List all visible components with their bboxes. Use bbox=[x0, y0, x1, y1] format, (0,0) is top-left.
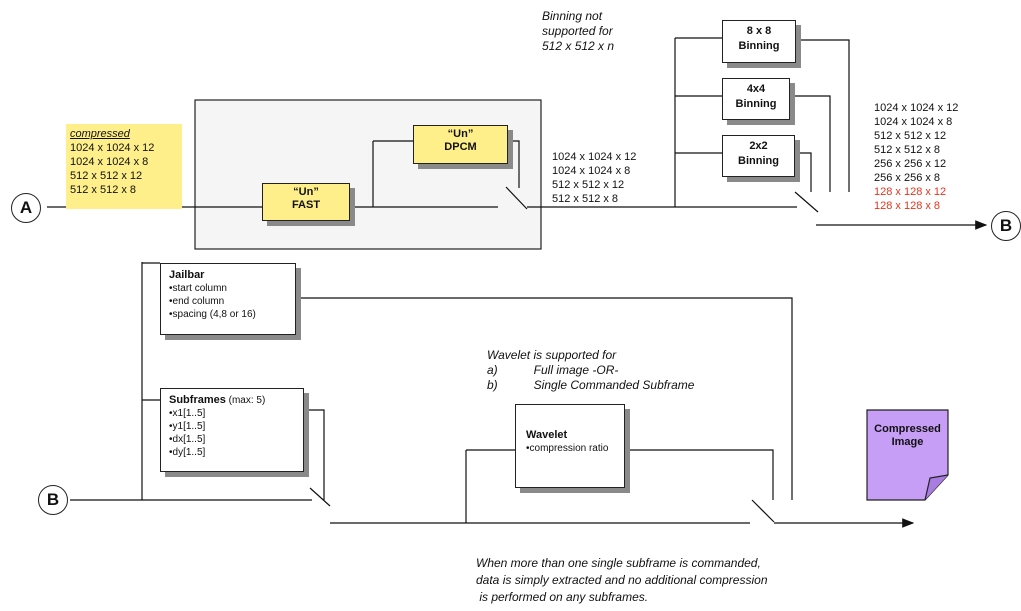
list-item: 1024 x 1024 x 12 bbox=[552, 151, 637, 163]
block-line: Binning bbox=[738, 155, 779, 167]
list-item-highlighted: 128 x 128 x 8 bbox=[874, 200, 941, 212]
un-fast-block: “Un” FAST bbox=[262, 183, 350, 221]
document-corner-fold bbox=[924, 474, 949, 501]
list-item: 512 x 512 x 8 bbox=[552, 193, 619, 205]
block-line: “Un” bbox=[293, 186, 319, 198]
note-line: When more than one single subframe is co… bbox=[476, 556, 761, 570]
note-line: b) bbox=[487, 378, 498, 392]
list-item: •y1[1..5] bbox=[169, 421, 206, 432]
list-item: •spacing (4,8 or 16) bbox=[169, 309, 256, 320]
list-item: •end column bbox=[169, 296, 225, 307]
binning-switch bbox=[794, 191, 819, 213]
label-line: Compressed bbox=[874, 423, 941, 435]
note-line: Single Commanded Subframe bbox=[533, 378, 695, 392]
list-item: 256 x 256 x 12 bbox=[874, 158, 947, 170]
wavelet-title: Wavelet bbox=[526, 429, 568, 441]
binning-note: Binning not supported for 512 x 512 x n bbox=[542, 9, 614, 54]
note-line: a) bbox=[487, 363, 498, 377]
list-item-highlighted: 128 x 128 x 12 bbox=[874, 186, 947, 198]
compressed-label: compressed bbox=[70, 128, 130, 140]
dpcm-switch bbox=[505, 186, 528, 210]
list-item: •x1[1..5] bbox=[169, 408, 206, 419]
binning-8x8-block: 8 x 8 Binning bbox=[722, 20, 796, 63]
label-line: Image bbox=[891, 436, 924, 448]
note-line: Full image -OR- bbox=[533, 363, 619, 377]
note-line: 512 x 512 x n bbox=[542, 39, 615, 53]
block-line: 8 x 8 bbox=[746, 25, 772, 37]
jailbar-title: Jailbar bbox=[169, 269, 205, 281]
jailbar-box: Jailbar •start column •end column •spaci… bbox=[160, 263, 296, 335]
block-line: Binning bbox=[735, 98, 777, 110]
binning-4x4-block: 4x4 Binning bbox=[722, 78, 790, 120]
compressed-formats-list: compressed 1024 x 1024 x 12 1024 x 1024 … bbox=[70, 127, 154, 197]
binned-formats-list: 1024 x 1024 x 12 1024 x 1024 x 8 512 x 5… bbox=[874, 101, 958, 213]
compressed-formats-highlight bbox=[66, 124, 182, 209]
subframes-box: Subframes (max: 5) •x1[1..5] •y1[1..5] •… bbox=[160, 388, 304, 472]
block-line: “Un” bbox=[447, 128, 474, 140]
list-item: •dy[1..5] bbox=[169, 447, 206, 458]
list-item: •compression ratio bbox=[526, 443, 609, 454]
wavelet-box: Wavelet •compression ratio bbox=[515, 404, 625, 488]
connector-a: A bbox=[11, 193, 41, 223]
decompressed-formats-list: 1024 x 1024 x 12 1024 x 1024 x 8 512 x 5… bbox=[552, 150, 636, 206]
list-item: •start column bbox=[169, 283, 227, 294]
block-line: FAST bbox=[291, 199, 321, 211]
block-line: 4x4 bbox=[746, 83, 766, 95]
list-item: 1024 x 1024 x 8 bbox=[552, 165, 631, 177]
list-item: 512 x 512 x 8 bbox=[70, 184, 137, 196]
subframe-switch bbox=[309, 487, 331, 507]
binning-2x2-block: 2x2 Binning bbox=[722, 135, 795, 177]
note-line: supported for bbox=[542, 24, 613, 38]
subframes-subtitle: (max: 5) bbox=[228, 395, 266, 406]
list-item: 256 x 256 x 8 bbox=[874, 172, 941, 184]
connector-b-output: B bbox=[991, 211, 1021, 241]
connector-b-input: B bbox=[38, 485, 68, 515]
compression-panel bbox=[194, 99, 542, 250]
subframes-title: Subframes bbox=[169, 394, 226, 406]
list-item: 512 x 512 x 12 bbox=[874, 130, 947, 142]
un-dpcm-block: “Un” DPCM bbox=[413, 125, 508, 164]
block-line: DPCM bbox=[444, 141, 477, 153]
wavelet-switch bbox=[751, 499, 775, 523]
list-item: 512 x 512 x 8 bbox=[874, 144, 941, 156]
note-line: data is simply extracted and no addition… bbox=[476, 573, 768, 587]
list-item: 1024 x 1024 x 8 bbox=[874, 116, 953, 128]
compressed-image-label: Compressed Image bbox=[867, 423, 948, 449]
note-line: Wavelet is supported for bbox=[487, 348, 617, 362]
wavelet-note: Wavelet is supported for a) Full image -O… bbox=[487, 348, 694, 393]
list-item: 1024 x 1024 x 8 bbox=[70, 156, 149, 168]
list-item: 512 x 512 x 12 bbox=[70, 170, 143, 182]
list-item: 512 x 512 x 12 bbox=[552, 179, 625, 191]
list-item: 1024 x 1024 x 12 bbox=[874, 102, 959, 114]
note-line: Binning not bbox=[542, 9, 603, 23]
subframe-footer-note: When more than one single subframe is co… bbox=[476, 555, 768, 606]
block-line: Binning bbox=[738, 40, 780, 52]
list-item: •dx[1..5] bbox=[169, 434, 206, 445]
note-line: is performed on any subframes. bbox=[476, 590, 649, 604]
block-line: 2x2 bbox=[749, 140, 768, 152]
list-item: 1024 x 1024 x 12 bbox=[70, 142, 155, 154]
